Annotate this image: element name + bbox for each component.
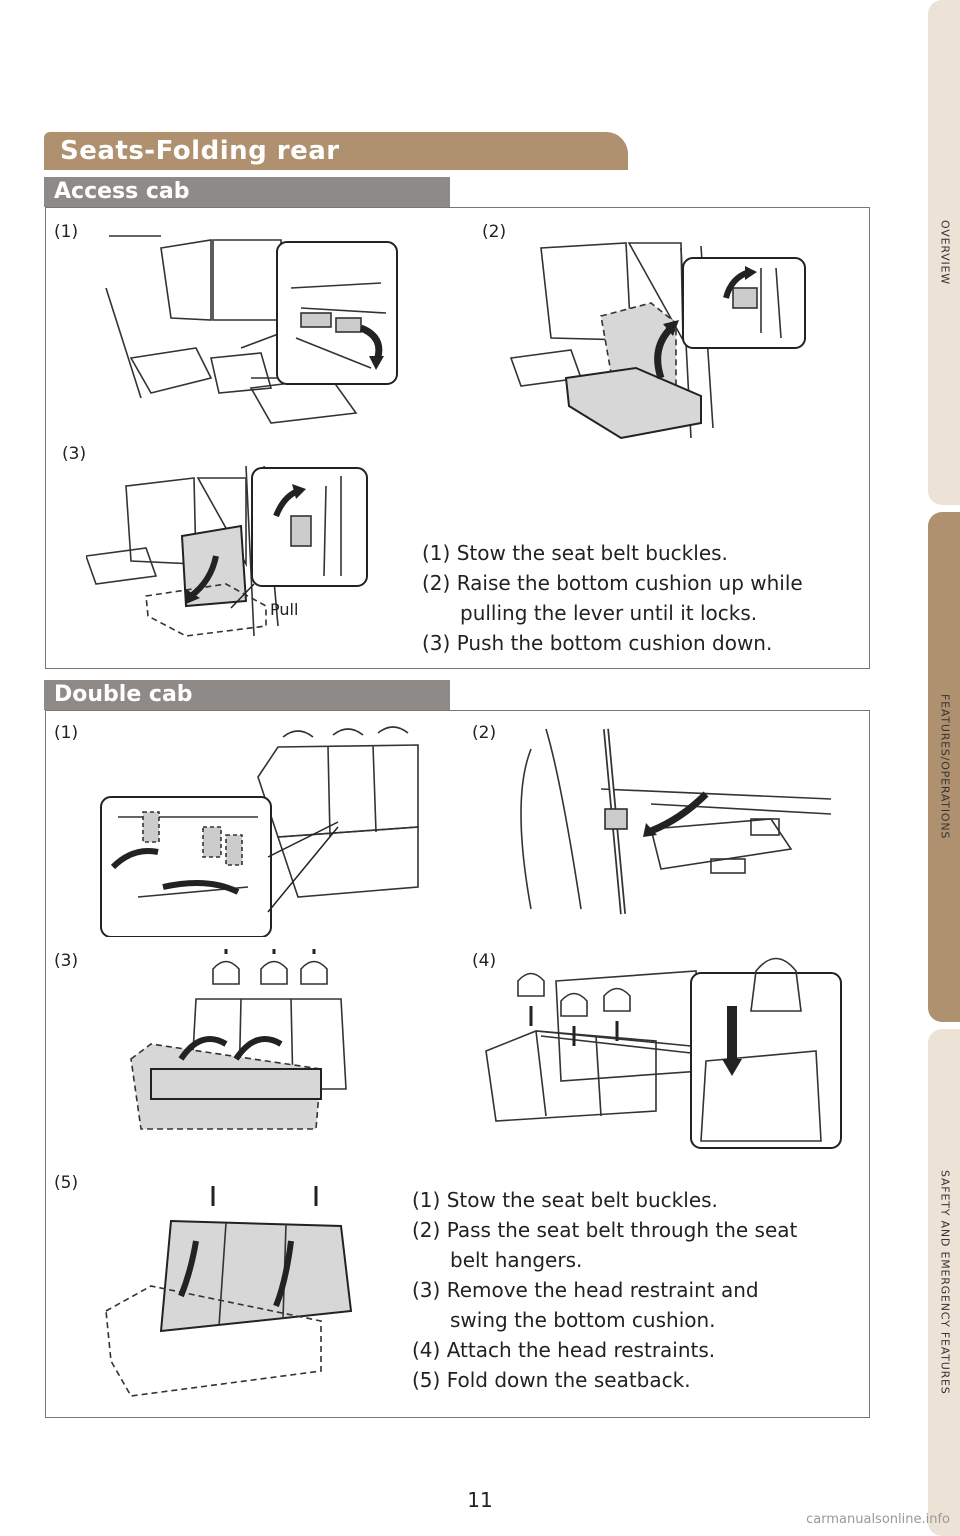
side-tab-label: FEATURES/OPERATIONS — [938, 694, 952, 840]
instruction-item: (3) Push the bottom cushion down. — [422, 631, 773, 655]
step-label: (5) — [54, 1173, 79, 1193]
double-cab-instructions: (1) Stow the seat belt buckles. (2) Pass… — [412, 1185, 797, 1395]
step-label: (3) — [62, 444, 87, 464]
instruction-item: (2) Raise the bottom cushion up while — [422, 571, 803, 595]
double-cab-step4-illustration — [485, 957, 842, 1149]
step-label: (4) — [472, 951, 497, 971]
instruction-continuation: swing the bottom cushion. — [450, 1308, 716, 1332]
instruction-continuation: pulling the lever until it locks. — [460, 601, 758, 625]
section-heading-text: Double cab — [54, 682, 193, 707]
side-tab-label: SAFETY AND EMERGENCY FEATURES — [938, 1170, 952, 1395]
double-cab-step5-illustration — [105, 1186, 353, 1397]
step-label: (1) — [54, 222, 79, 242]
access-cab-instructions: (1) Stow the seat belt buckles. (2) Rais… — [422, 538, 803, 658]
section-heading-double-cab: Double cab — [44, 680, 450, 710]
access-cab-panel: (1) (2) (3) — [45, 207, 870, 669]
double-cab-panel: (1) (2) (3) (4) (5) — [45, 710, 870, 1418]
side-tab-label: OVERVIEW — [938, 220, 952, 285]
page-number: 11 — [467, 1488, 493, 1512]
side-tab-strip: OVERVIEW FEATURES/OPERATIONS SAFETY AND … — [924, 0, 960, 1536]
step-label: (3) — [54, 951, 79, 971]
side-tab-overview[interactable]: OVERVIEW — [928, 0, 960, 505]
side-tab-features-operations[interactable]: FEATURES/OPERATIONS — [928, 512, 960, 1022]
watermark: carmanualsonline.info — [806, 1512, 950, 1527]
section-heading-access-cab: Access cab — [44, 177, 450, 207]
instruction-item: (5) Fold down the seatback. — [412, 1368, 691, 1392]
step-label: (2) — [472, 723, 497, 743]
page-title: Seats-Folding rear — [60, 136, 340, 166]
instruction-item: (1) Stow the seat belt buckles. — [422, 541, 728, 565]
instruction-item: (1) Stow the seat belt buckles. — [412, 1188, 718, 1212]
side-tab-safety-emergency[interactable]: SAFETY AND EMERGENCY FEATURES — [928, 1029, 960, 1536]
instruction-item: (4) Attach the head restraints. — [412, 1338, 716, 1362]
access-cab-step1-illustration — [105, 235, 398, 424]
double-cab-step3-illustration — [130, 949, 347, 1130]
instruction-item: (3) Remove the head restraint and — [412, 1278, 759, 1302]
double-cab-step2-illustration — [520, 728, 832, 915]
section-heading-text: Access cab — [54, 179, 190, 204]
page-title-bar: Seats-Folding rear — [44, 132, 628, 170]
double-cab-step1-illustration — [100, 726, 419, 937]
pull-callout: Pull — [270, 600, 299, 619]
step-label: (1) — [54, 723, 79, 743]
step-label: (2) — [482, 222, 507, 242]
instruction-continuation: belt hangers. — [450, 1248, 583, 1272]
instruction-item: (2) Pass the seat belt through the seat — [412, 1218, 798, 1242]
access-cab-step2-illustration — [509, 242, 806, 440]
access-cab-step3-illustration — [86, 465, 368, 637]
